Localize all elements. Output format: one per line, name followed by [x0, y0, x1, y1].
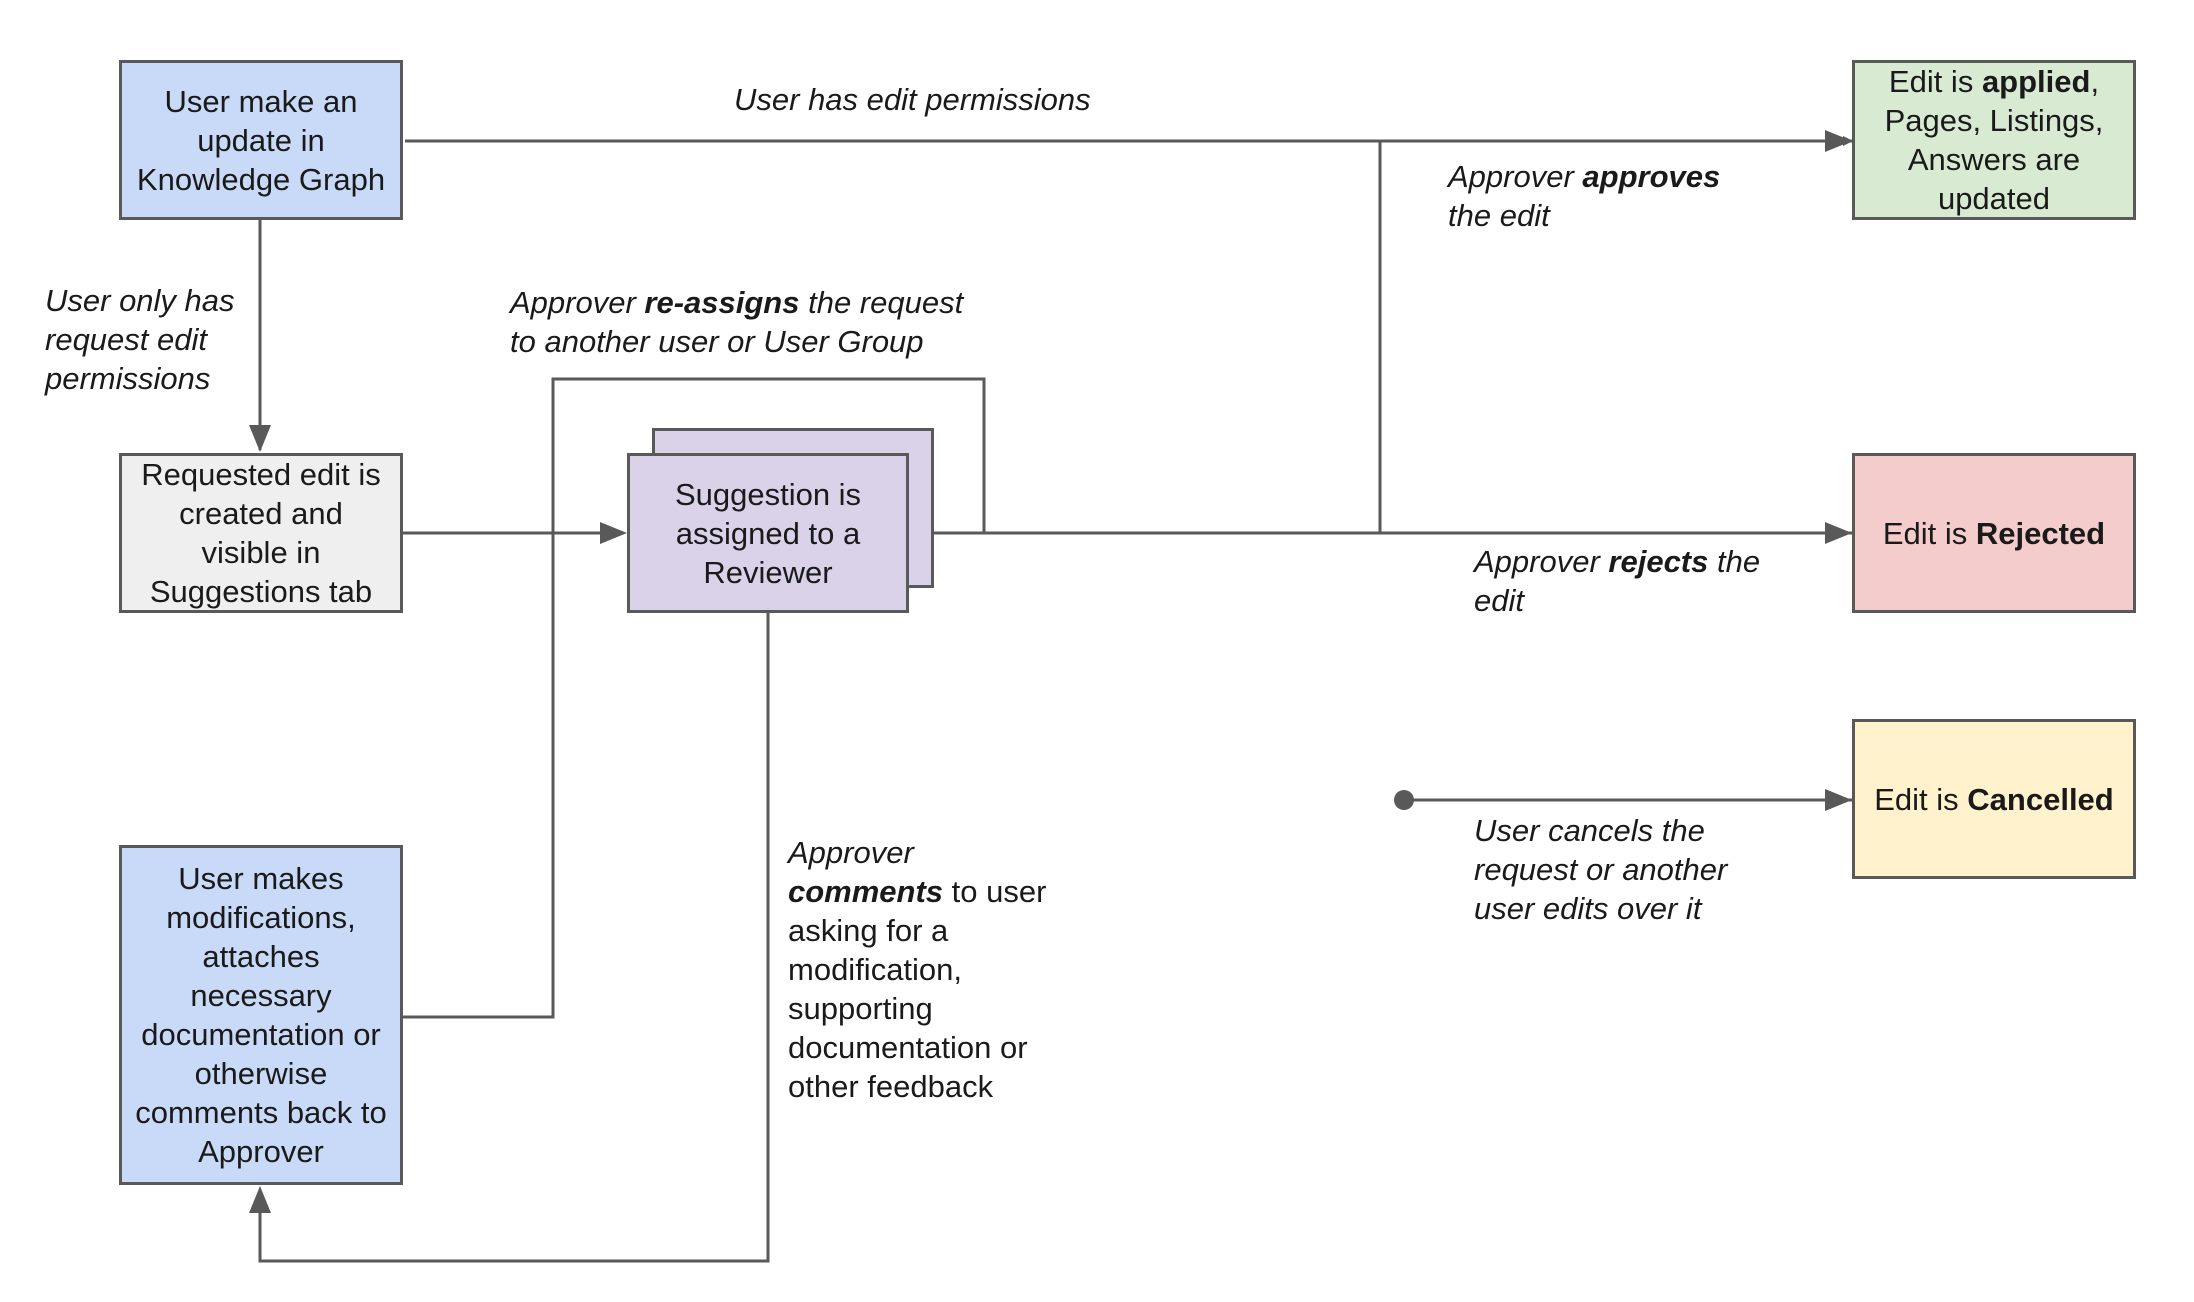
label-reassigns-post: the request to another user or User Grou…	[510, 285, 964, 359]
arrowhead-rejected	[1825, 522, 1852, 544]
label-rejects-pre: Approver	[1474, 544, 1609, 579]
arrowhead-applied	[1825, 130, 1853, 152]
node-update-knowledge-graph: User make an update in Knowledge Graph	[119, 60, 403, 220]
node-user-modifies: User makes modifications, attaches neces…	[119, 845, 403, 1185]
node-edit-applied-post: , Pages, Listings, Answers are updated	[1884, 64, 2104, 216]
node-edit-rejected-text: Edit is Rejected	[1883, 514, 2105, 553]
node-edit-rejected: Edit is Rejected	[1852, 453, 2136, 613]
node-edit-cancelled-bold: Cancelled	[1967, 781, 2114, 817]
label-approves-bold: approves	[1582, 159, 1721, 194]
label-reassigns-bold: re-assigns	[644, 285, 800, 320]
label-approves-pre: Approver	[1448, 159, 1583, 194]
edge-comments-loop	[258, 612, 770, 1263]
label-has-edit-permissions: User has edit permissions	[734, 80, 1091, 119]
label-comments-pre: Approver	[788, 835, 914, 870]
node-user-modifies-text: User makes modifications, attaches neces…	[135, 861, 387, 1169]
label-comments-post: to user asking for a modification, suppo…	[788, 874, 1047, 1104]
node-suggestion-assigned: Suggestion is assigned to a Reviewer	[627, 453, 909, 613]
label-comments-bold: comments	[788, 874, 944, 909]
label-approves-post: the edit	[1448, 198, 1550, 233]
arrowhead-user-modifies	[249, 1186, 271, 1213]
label-rejects: Approver rejects the edit	[1474, 542, 1760, 620]
label-rejects-text: Approver rejects the edit	[1474, 544, 1760, 618]
node-requested-edit: Requested edit is created and visible in…	[119, 453, 403, 613]
arrowhead-requested	[249, 425, 271, 452]
node-edit-applied: Edit is applied, Pages, Listings, Answer…	[1852, 60, 2136, 220]
node-edit-rejected-pre: Edit is	[1882, 515, 1976, 551]
label-cancels-text: User cancels the request or another user…	[1474, 813, 1728, 926]
label-has-edit-permissions-text: User has edit permissions	[734, 82, 1091, 117]
label-comments: Approver comments to user asking for a m…	[788, 833, 1046, 1106]
node-edit-applied-pre: Edit is	[1888, 64, 1982, 99]
label-request-only-text: User only has request edit permissions	[45, 283, 235, 396]
label-cancels: User cancels the request or another user…	[1474, 811, 1727, 928]
arrowhead-suggestion	[600, 522, 627, 544]
node-edit-cancelled: Edit is Cancelled	[1852, 719, 2136, 879]
label-reassigns-text: Approver re-assigns the request to anoth…	[510, 285, 963, 359]
node-requested-edit-text: Requested edit is created and visible in…	[141, 457, 381, 609]
label-comments-text: Approver comments to user asking for a m…	[788, 835, 1046, 1104]
node-update-knowledge-graph-text: User make an update in Knowledge Graph	[136, 83, 386, 197]
node-edit-rejected-bold: Rejected	[1975, 515, 2106, 551]
edge-reassign-loop	[402, 377, 986, 1019]
node-edit-applied-text: Edit is applied, Pages, Listings, Answer…	[1885, 62, 2104, 218]
label-rejects-post: the edit	[1474, 544, 1761, 618]
label-reassigns-pre: Approver	[510, 285, 645, 320]
label-request-only: User only has request edit permissions	[45, 281, 235, 398]
label-approves: Approver approves the edit	[1448, 157, 1720, 235]
label-approves-text: Approver approves the edit	[1448, 159, 1720, 233]
cancel-start-dot	[1394, 790, 1414, 810]
node-edit-cancelled-pre: Edit is	[1874, 781, 1968, 817]
node-edit-applied-bold: applied	[1981, 64, 2091, 99]
node-suggestion-assigned-text: Suggestion is assigned to a Reviewer	[674, 476, 862, 590]
label-rejects-bold: rejects	[1608, 544, 1709, 579]
node-edit-cancelled-text: Edit is Cancelled	[1874, 780, 2113, 819]
label-reassigns: Approver re-assigns the request to anoth…	[510, 283, 963, 361]
arrowhead-cancelled	[1825, 789, 1852, 811]
